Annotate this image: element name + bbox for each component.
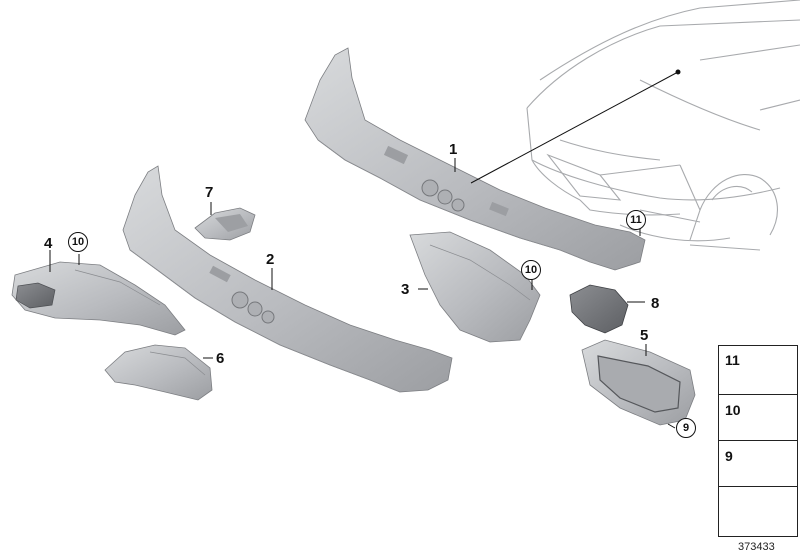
legend-label-11: 11 bbox=[725, 352, 740, 368]
callout-8: 8 bbox=[651, 295, 660, 312]
part-2-cowl-panel bbox=[122, 165, 453, 393]
part-6-duct bbox=[104, 344, 213, 401]
legend-label-10: 10 bbox=[725, 402, 741, 418]
callout-10-left: 10 bbox=[68, 232, 88, 252]
legend-row-arrow bbox=[719, 486, 797, 536]
leader-lines bbox=[49, 69, 681, 429]
part-5-cover-plate bbox=[581, 339, 696, 426]
legend-label-9: 9 bbox=[725, 448, 733, 464]
callout-11: 11 bbox=[626, 210, 646, 230]
part-8-insert bbox=[569, 284, 629, 334]
legend-row-11: 11 bbox=[719, 346, 797, 395]
vehicle-outline bbox=[526, 0, 800, 251]
diagram-id: 373433 bbox=[738, 541, 775, 553]
fastener-legend: 11 10 9 bbox=[718, 345, 798, 537]
callout-9: 9 bbox=[676, 418, 696, 438]
callout-4: 4 bbox=[44, 235, 53, 252]
callout-10-right: 10 bbox=[521, 260, 541, 280]
callout-1: 1 bbox=[449, 141, 458, 158]
part-4-left-trim bbox=[11, 261, 186, 336]
callout-6: 6 bbox=[216, 350, 225, 367]
callout-3: 3 bbox=[401, 281, 410, 298]
callout-5: 5 bbox=[640, 327, 649, 344]
callout-2: 2 bbox=[266, 251, 275, 268]
part-7-bracket bbox=[194, 207, 256, 241]
part-1-cowl-panel bbox=[304, 47, 646, 271]
part-3-side-trim bbox=[409, 231, 541, 343]
legend-row-9: 9 bbox=[719, 440, 797, 487]
legend-row-10: 10 bbox=[719, 394, 797, 441]
callout-7: 7 bbox=[205, 184, 214, 201]
